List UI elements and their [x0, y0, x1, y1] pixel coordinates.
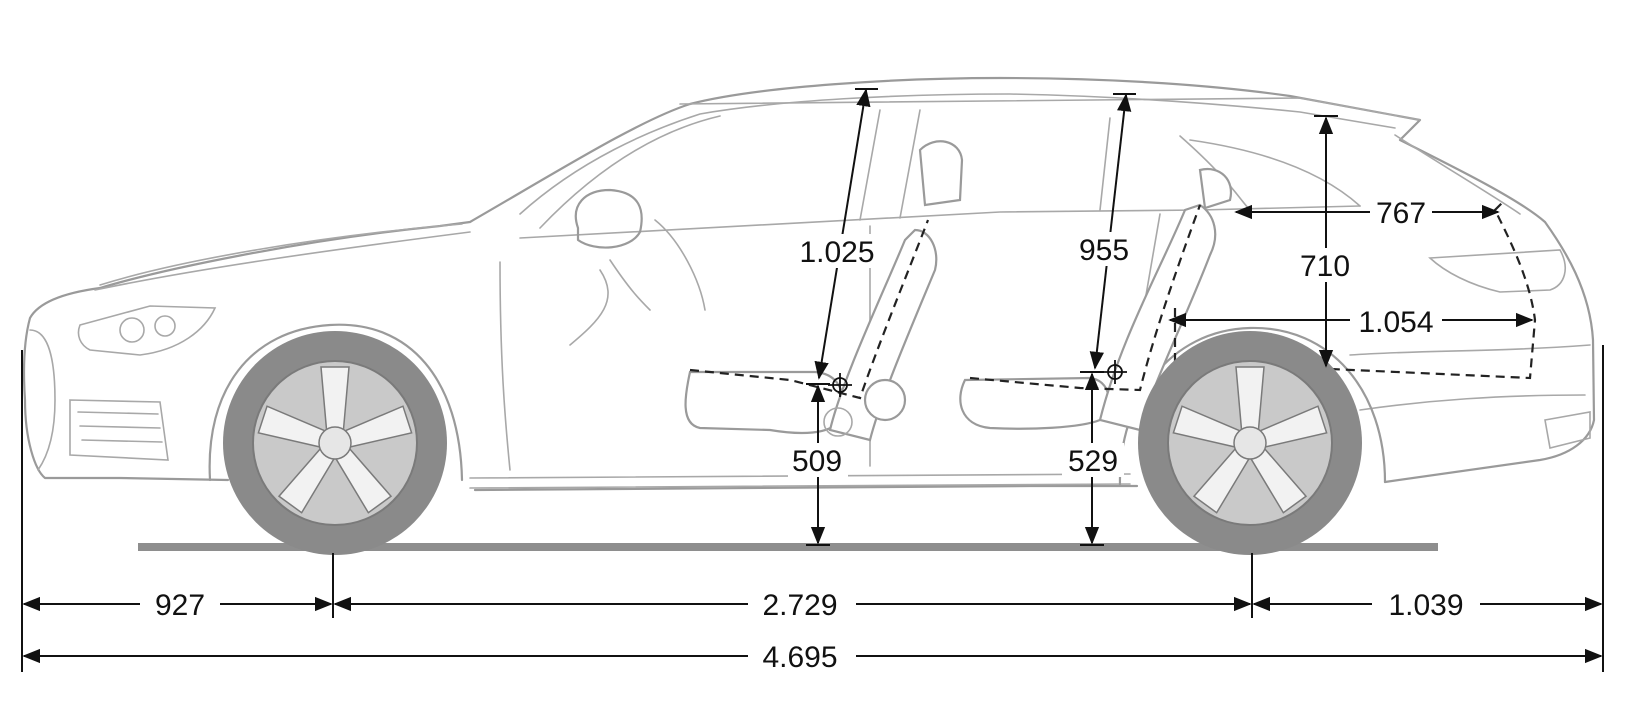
label-wheelbase: 2.729: [762, 589, 837, 622]
label-rear-seat-height: 529: [1068, 445, 1118, 478]
label-luggage-upper-length-group: 767: [1370, 196, 1432, 230]
ground-line: [138, 543, 1438, 551]
label-rear-headroom: 955: [1079, 234, 1129, 267]
front-seat: [684, 140, 964, 442]
label-front-headroom-group: 1.025: [792, 234, 882, 269]
label-rear-headroom-group: 955: [1074, 232, 1134, 267]
label-front-overhang: 927: [155, 589, 205, 622]
label-overall-length: 4.695: [762, 641, 837, 674]
front-seat-dash-outline: [689, 219, 930, 400]
label-luggage-height: 710: [1300, 250, 1350, 283]
label-front-seat-height-group: 509: [788, 443, 848, 478]
label-luggage-lower-length-group: 1.054: [1350, 305, 1442, 339]
label-rear-overhang: 1.039: [1388, 589, 1463, 622]
rear-headroom-dimension-line: [1089, 93, 1132, 370]
label-luggage-lower-length: 1.054: [1358, 306, 1433, 339]
rear-wheel: [1138, 331, 1362, 555]
label-rear-overhang-group: 1.039: [1372, 588, 1480, 622]
label-luggage-upper-length: 767: [1376, 197, 1426, 230]
extension-lines: [21, 345, 1604, 672]
label-overall-length-group: 4.695: [748, 640, 856, 674]
label-rear-seat-height-group: 529: [1062, 443, 1124, 478]
label-front-headroom: 1.025: [799, 236, 874, 269]
rear-seat-dash-outline: [969, 204, 1202, 392]
label-wheelbase-group: 2.729: [748, 588, 856, 622]
label-front-seat-height: 509: [792, 445, 842, 478]
front-wheel: [223, 331, 447, 555]
label-luggage-height-group: 710: [1296, 248, 1356, 283]
label-front-overhang-group: 927: [140, 588, 220, 622]
car-body-outline: [22, 76, 1596, 492]
rear-seat: [959, 167, 1233, 432]
